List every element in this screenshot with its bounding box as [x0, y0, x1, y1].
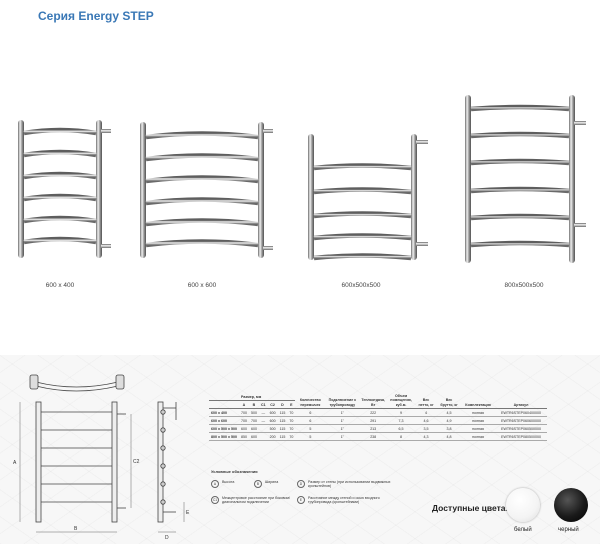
legend-item-d: D Размер от стены (при использовании выд… — [297, 480, 404, 489]
legend-symbol: D — [297, 480, 305, 488]
legend-text: Высота — [222, 480, 235, 484]
legend-text: Размер от стены (при использовании выдви… — [308, 480, 391, 489]
col-header-c2: C2 — [267, 400, 278, 410]
dimension-label-a: A — [13, 460, 17, 466]
specifications-table: Размер, мм Количество перемычек Подключе… — [209, 393, 548, 442]
legend-symbol: E — [297, 496, 305, 504]
dimension-label-d: D — [165, 535, 169, 540]
legend-item-c1: C1 Межцентровое расстояние при боковом/д… — [211, 496, 298, 505]
legend-symbol: B — [254, 480, 262, 488]
col-header-gross-weight: Вес брутто, кг — [437, 393, 462, 410]
legend-text: Ширина — [265, 480, 279, 484]
legend-text: Межцентровое расстояние при боковом/диаг… — [222, 496, 290, 505]
col-header-c1: C1 — [258, 400, 268, 410]
col-header-d: D — [277, 400, 288, 410]
legend-item-b: B Ширина — [254, 480, 295, 488]
towel-rail-600x400-image — [18, 120, 111, 258]
towel-rail-600x500x500-image — [308, 134, 428, 261]
table-row: 800 x 500 x 500 850 600 200 115 70 5 1" … — [209, 432, 548, 442]
legend-symbol: C1 — [211, 496, 219, 504]
white-color-swatch — [506, 488, 540, 522]
product-caption-600x500x500: 600х500х500 — [341, 282, 381, 289]
product-caption-600x400: 600 x 400 — [45, 282, 75, 289]
towel-rail-600x600-image — [140, 122, 273, 258]
table-row: 600 x 400 700 500 — 600 115 70 6 1" 222 … — [209, 408, 548, 418]
legend-symbol: A — [211, 480, 219, 488]
col-header-room-volume: Объем помещения, куб.м. — [387, 393, 416, 410]
side-view-drawing — [157, 401, 185, 533]
col-header-net-weight: Вес нетто, кг — [415, 393, 438, 410]
dimension-label-e: E — [186, 510, 190, 516]
col-header-crossbars: Количество перемычек — [295, 393, 326, 410]
specifications-section — [0, 355, 600, 544]
product-caption-600x600: 600 x 600 — [187, 282, 217, 289]
towel-rail-800x500x500-image — [465, 95, 586, 263]
black-color-swatch — [554, 488, 588, 522]
legend-item-a: A Высота — [211, 480, 242, 488]
technical-drawing: A B C2 D E — [13, 374, 190, 540]
legend-item-e: E Расстояние между стеной и осью входног… — [297, 496, 404, 505]
dimension-label-c2: C2 — [133, 459, 140, 465]
col-header-e: E — [287, 400, 296, 410]
page-title: Серия Energy STEP — [38, 9, 154, 23]
col-header-set: Комплектация — [461, 393, 496, 410]
product-caption-800x500x500: 800х500х500 — [504, 282, 544, 289]
dimension-label-b: B — [74, 526, 78, 532]
col-header-a: A — [238, 400, 249, 410]
col-header-heat-output: Теплоотдача, Вт — [359, 393, 388, 410]
col-header-b: B — [248, 400, 259, 410]
legend-title: Условные обозначения — [211, 469, 258, 474]
front-view-drawing — [19, 401, 132, 533]
col-header-connection: Подключение к трубопроводу — [325, 393, 360, 410]
black-color-label: черный — [558, 527, 579, 533]
table-row: 600 x 500 x 500 600 600 500 115 70 5 1" … — [209, 424, 548, 434]
top-view-drawing — [29, 374, 125, 392]
table-row: 600 x 600 700 700 — 600 115 70 6 1" 291 … — [209, 416, 548, 426]
size-header-group: Размер, мм — [238, 393, 296, 402]
available-colors-label: Доступные цвета: — [432, 503, 509, 513]
col-header-article: Артикул — [495, 393, 548, 410]
white-color-label: белый — [514, 527, 532, 533]
legend-text: Расстояние между стеной и осью входного … — [308, 496, 380, 505]
